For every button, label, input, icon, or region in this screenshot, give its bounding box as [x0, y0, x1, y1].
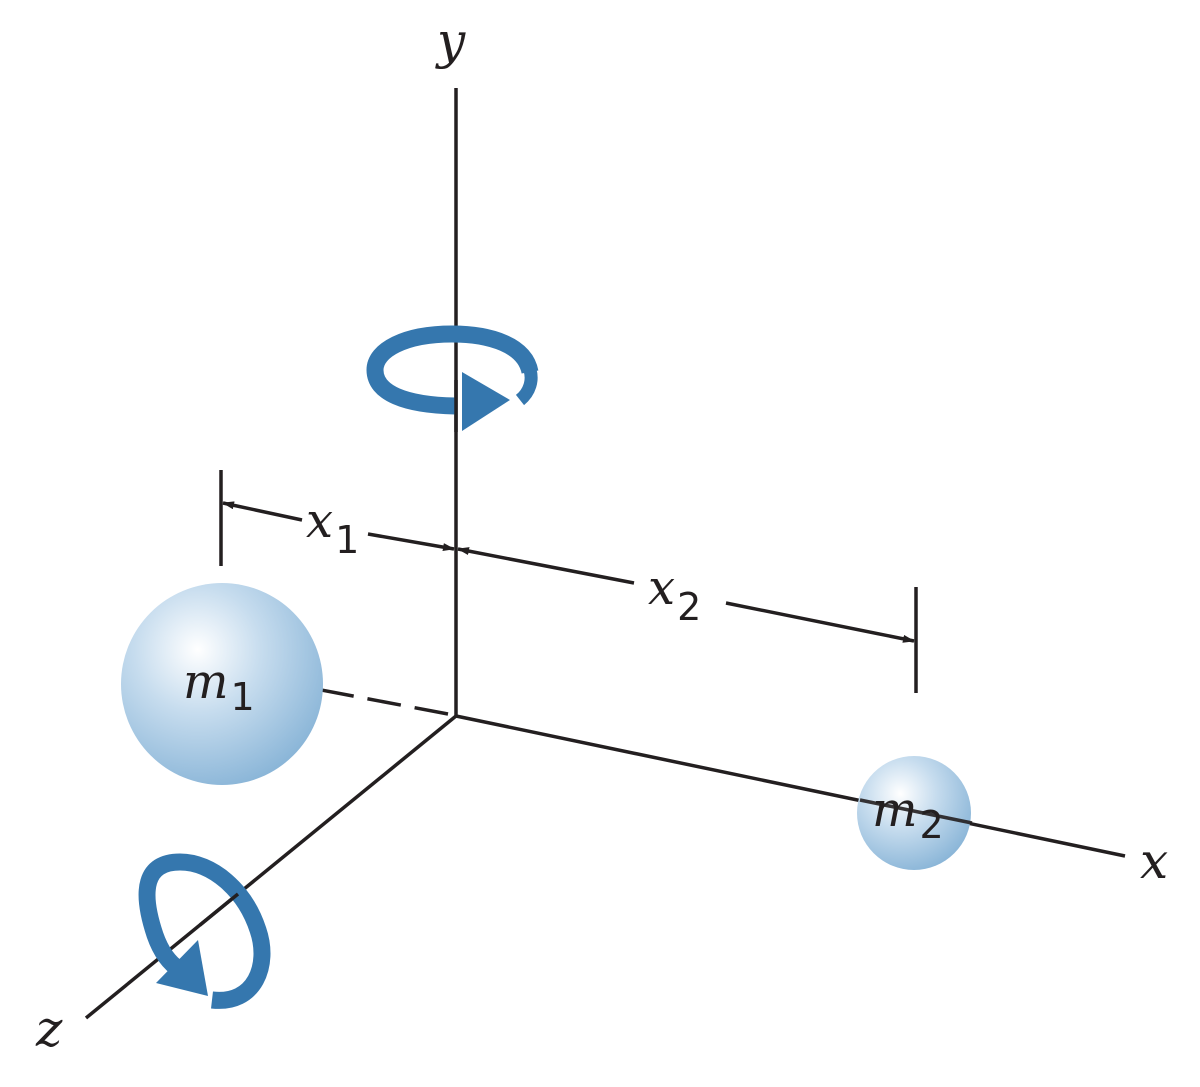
x-axis-label: x	[1140, 832, 1168, 890]
x2-dimension-arrow-left	[457, 547, 635, 585]
mass-m1: m1	[121, 583, 323, 785]
x1-label: x1	[306, 493, 359, 562]
x2-subscript: 2	[677, 585, 701, 629]
x-axis	[455, 714, 1126, 858]
x-axis-through-m2	[859, 798, 973, 825]
x2-label: x2	[648, 560, 701, 629]
m1-dashed-link	[299, 684, 449, 716]
mass-m2-label: m2	[872, 782, 944, 847]
m1-symbol: m	[183, 654, 229, 710]
z-axis	[84, 714, 458, 1020]
mass-m1-sphere	[121, 583, 323, 785]
z-rotation-arrowhead	[156, 940, 208, 996]
z-axis-label: z	[35, 1000, 63, 1058]
mass-m2: m2	[857, 756, 973, 870]
y-rotation-arrowhead	[462, 372, 510, 431]
x1-dimension-arrow-right	[367, 532, 455, 552]
y-axis-label: y	[435, 12, 466, 70]
x2-symbol: x	[648, 560, 675, 616]
y-rotation-tail	[515, 368, 538, 406]
m2-symbol: m	[872, 782, 918, 838]
x1-symbol: x	[306, 493, 333, 549]
x1-subscript: 1	[335, 518, 359, 562]
z-rotation-arrow-icon	[138, 853, 271, 1009]
y-rotation-ring	[366, 325, 539, 415]
z-rotation-ring	[138, 853, 271, 1009]
m2-subscript: 2	[920, 803, 944, 847]
x1-dimension-arrow-left	[222, 501, 303, 522]
x2-dimension-arrow-right	[725, 601, 915, 643]
m1-subscript: 1	[231, 675, 255, 719]
y-rotation-arrow-icon	[366, 325, 539, 431]
mass-m2-sphere	[857, 756, 971, 870]
mass-m1-label: m1	[183, 654, 255, 719]
z-axis-front-segment	[198, 892, 240, 927]
